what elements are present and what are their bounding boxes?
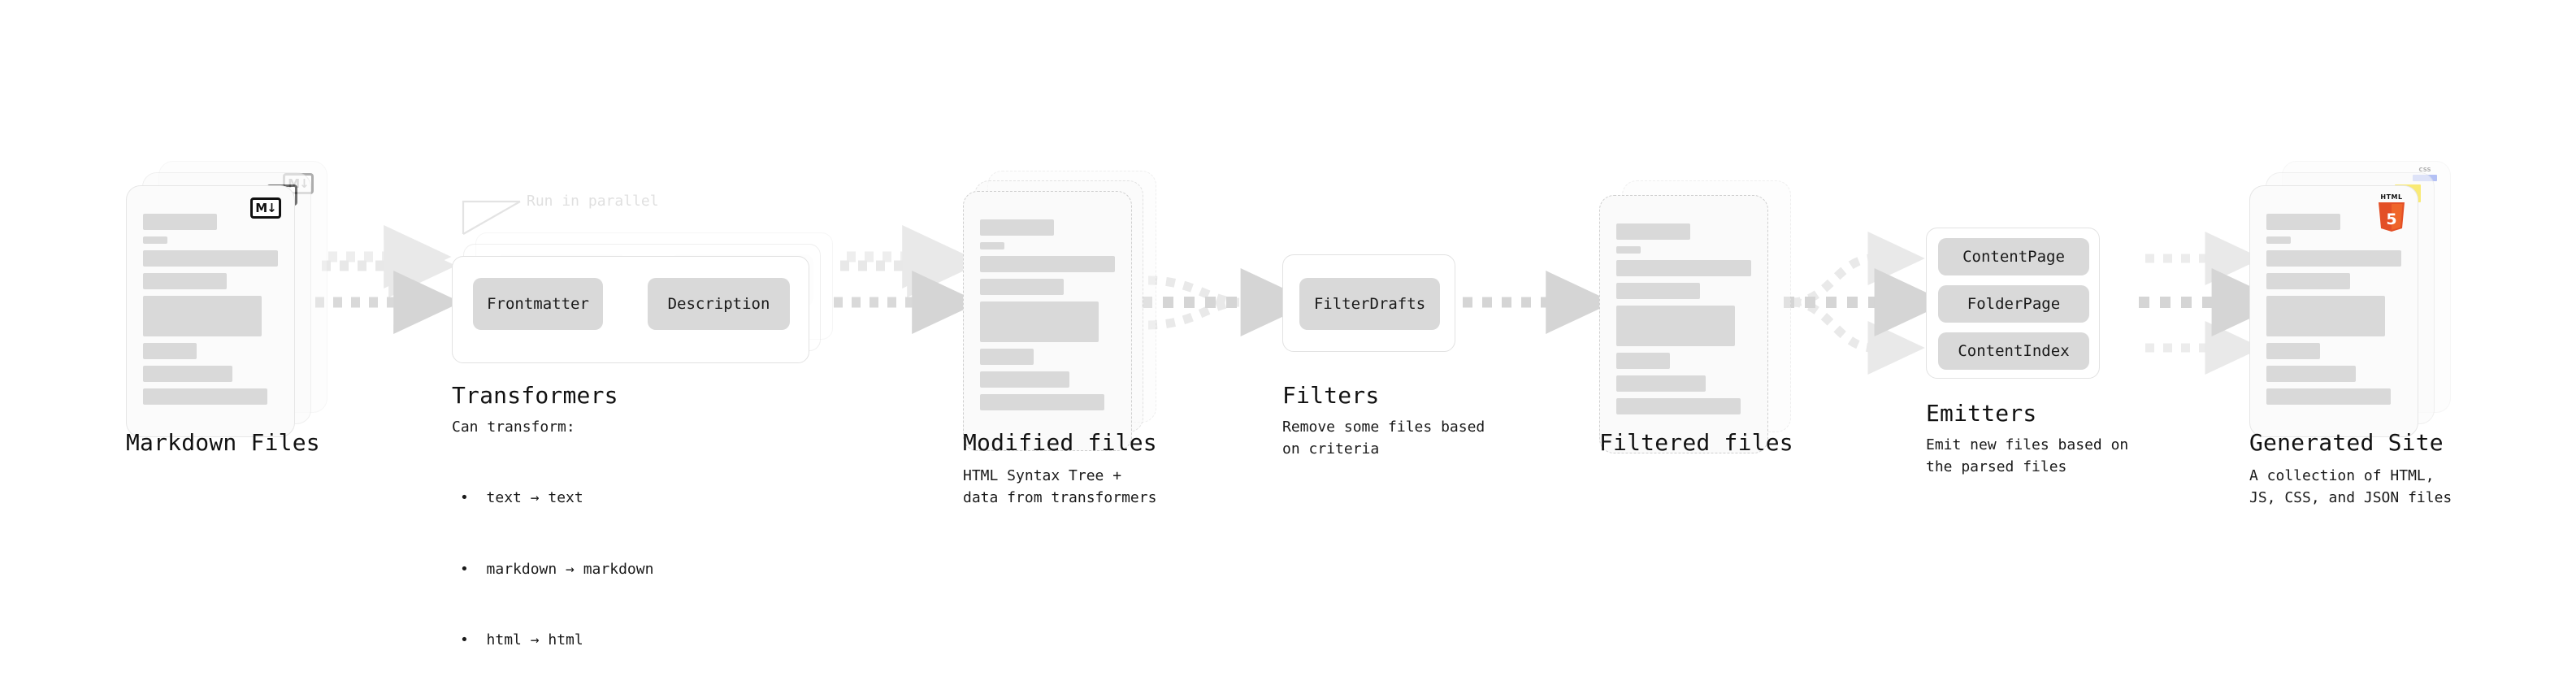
placeholder-line bbox=[1616, 223, 1691, 240]
stage-filtered-files bbox=[1599, 180, 1802, 453]
placeholder-line bbox=[143, 273, 227, 289]
parallel-leader-line bbox=[462, 200, 521, 235]
placeholder-line bbox=[2266, 366, 2356, 382]
placeholder-line bbox=[980, 242, 1004, 249]
placeholder-line bbox=[980, 349, 1034, 365]
modified-files-subtitle: HTML Syntax Tree + data from transformer… bbox=[963, 467, 1157, 507]
label-emitters: Emitters bbox=[1926, 400, 2037, 427]
chip-frontmatter[interactable]: Frontmatter bbox=[473, 278, 603, 330]
placeholder-line bbox=[1616, 246, 1641, 254]
site-card-front[interactable]: HTML 5 bbox=[2249, 185, 2418, 437]
modified-card-front[interactable] bbox=[963, 191, 1132, 451]
filtered-card-front[interactable] bbox=[1599, 195, 1768, 453]
placeholder-line bbox=[1616, 260, 1751, 276]
chip-folderpage[interactable]: FolderPage bbox=[1938, 285, 2089, 323]
placeholder-lines bbox=[2266, 214, 2401, 411]
filters-box[interactable]: FilterDrafts bbox=[1282, 254, 1455, 352]
arrow-transformers-to-modified bbox=[834, 225, 980, 334]
label-filters: Filters bbox=[1282, 382, 1380, 409]
bullet-item: • html → html bbox=[460, 631, 583, 649]
placeholder-line bbox=[143, 296, 262, 336]
filters-subtitle: Remove some files based on criteria bbox=[1282, 419, 1485, 458]
placeholder-line bbox=[1616, 306, 1736, 346]
placeholder-line bbox=[2266, 273, 2350, 289]
chip-contentpage[interactable]: ContentPage bbox=[1938, 238, 2089, 275]
placeholder-line bbox=[980, 219, 1055, 236]
placeholder-line bbox=[2266, 236, 2291, 244]
placeholder-line bbox=[980, 301, 1099, 342]
placeholder-line bbox=[1616, 398, 1741, 414]
placeholder-line bbox=[143, 366, 232, 382]
placeholder-line bbox=[2266, 343, 2321, 359]
emitters-subtitle: Emit new files based on the parsed files bbox=[1926, 436, 2129, 476]
label-filtered-files: Filtered files bbox=[1599, 429, 1793, 456]
placeholder-lines bbox=[980, 219, 1115, 417]
svg-text:5: 5 bbox=[2386, 210, 2396, 228]
placeholder-line bbox=[143, 388, 267, 405]
placeholder-line bbox=[980, 256, 1115, 272]
label-transformers: Transformers bbox=[452, 382, 618, 409]
placeholder-line bbox=[143, 250, 278, 267]
placeholder-line bbox=[143, 343, 197, 359]
html5-badge-wrap: HTML 5 bbox=[2377, 194, 2406, 232]
placeholder-line bbox=[2266, 250, 2401, 267]
emitters-box[interactable]: ContentPage FolderPage ContentIndex bbox=[1926, 228, 2100, 379]
placeholder-line bbox=[143, 214, 218, 230]
transformers-subtitle: Can transform: bbox=[452, 419, 575, 436]
chip-contentindex[interactable]: ContentIndex bbox=[1938, 332, 2089, 370]
bullet-item: • text → text bbox=[460, 489, 583, 507]
stage-modified-files bbox=[963, 171, 1166, 451]
label-generated-site: Generated Site bbox=[2249, 429, 2444, 456]
placeholder-lines bbox=[143, 214, 278, 411]
stage-markdown-files: M↓ M↓ M↓ bbox=[126, 161, 329, 437]
label-markdown-files: Markdown Files bbox=[126, 429, 320, 456]
placeholder-lines bbox=[1616, 223, 1751, 421]
arrow-emitters-to-site bbox=[2139, 232, 2285, 375]
placeholder-line bbox=[980, 371, 1069, 388]
chip-filterdrafts[interactable]: FilterDrafts bbox=[1299, 278, 1440, 330]
placeholder-line bbox=[1616, 353, 1671, 369]
placeholder-line bbox=[2266, 296, 2386, 336]
label-run-in-parallel: Run in parallel bbox=[527, 193, 659, 210]
placeholder-line bbox=[980, 394, 1104, 410]
label-modified-files: Modified files bbox=[963, 429, 1157, 456]
transformers-bullets: • text → text • markdown → markdown • ht… bbox=[460, 439, 653, 676]
placeholder-line bbox=[143, 236, 167, 244]
generated-site-subtitle: A collection of HTML, JS, CSS, and JSON … bbox=[2249, 467, 2452, 507]
transformers-box[interactable]: Frontmatter Description bbox=[452, 256, 809, 363]
html5-icon: HTML 5 bbox=[2377, 194, 2406, 232]
markdown-card-front[interactable]: M↓ bbox=[126, 185, 295, 437]
chip-description[interactable]: Description bbox=[648, 278, 790, 330]
markdown-badge: M↓ bbox=[250, 197, 281, 219]
stage-generated-site: HTML 5 bbox=[2249, 161, 2452, 437]
placeholder-line bbox=[2266, 388, 2391, 405]
placeholder-line bbox=[980, 279, 1064, 295]
placeholder-line bbox=[2266, 214, 2341, 230]
bullet-item: • markdown → markdown bbox=[460, 560, 654, 578]
placeholder-line bbox=[1616, 375, 1706, 392]
placeholder-line bbox=[1616, 283, 1700, 299]
